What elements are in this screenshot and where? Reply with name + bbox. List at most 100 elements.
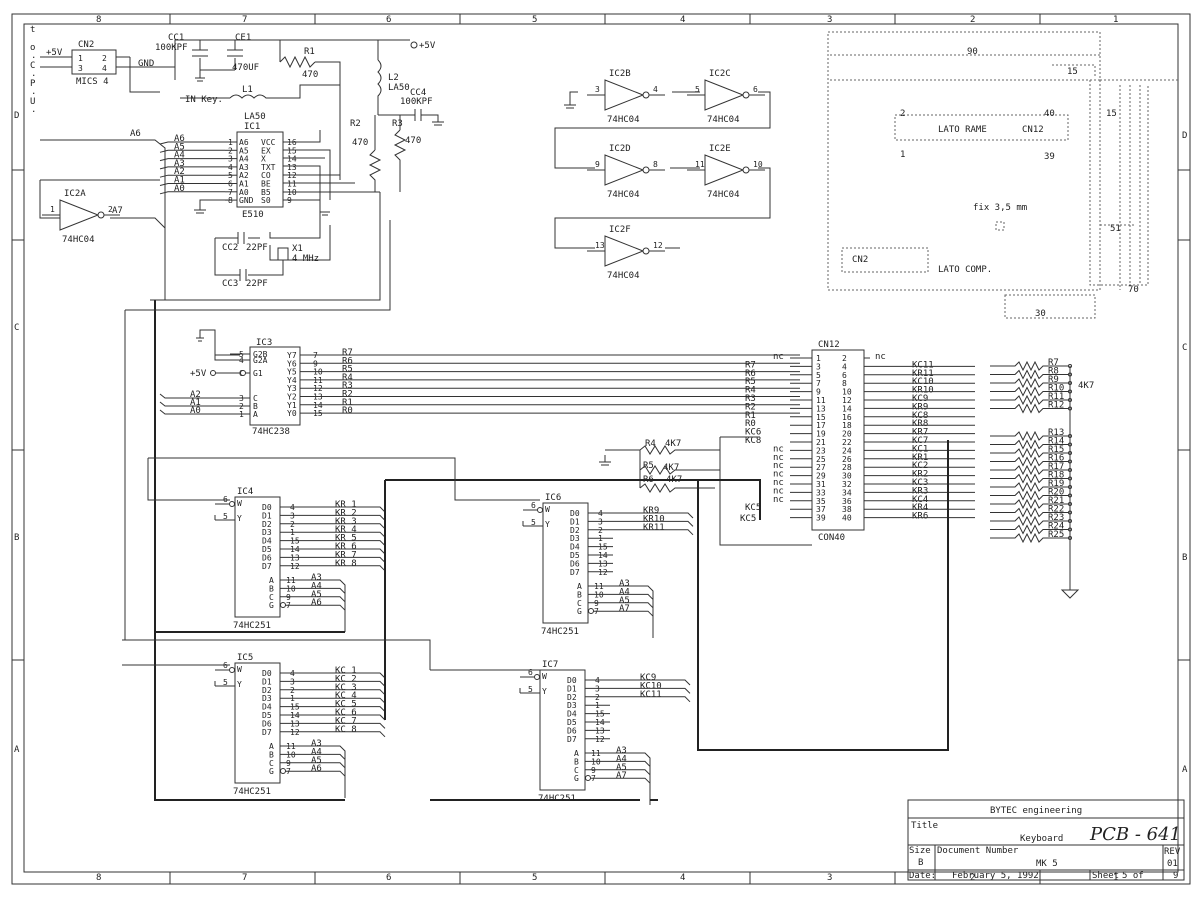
mux-select-pin: C: [269, 593, 274, 602]
mux-net-wire: [305, 514, 386, 521]
inverter-in-pin: 13: [595, 241, 605, 250]
border-col-top: 4: [680, 15, 685, 25]
mux-y-num: 5: [223, 512, 228, 521]
cn12-right-net: KR6: [912, 512, 928, 522]
ic3-input-net: A2: [190, 390, 201, 400]
mux-net-wire: [305, 697, 386, 704]
cn12-left-num: 39: [816, 514, 826, 523]
pullup-resistor: [990, 369, 1070, 380]
cn12-right-num: 34: [842, 488, 852, 497]
cn12-right-net: KC7: [912, 436, 928, 446]
mux-select-pin: G: [269, 767, 274, 776]
mux-name: IC4: [237, 487, 253, 497]
supply-terminal: [410, 41, 418, 49]
mux-input-pin: D7: [262, 562, 272, 571]
crystal-wires: [214, 200, 331, 281]
ic1-net-wire: [159, 183, 225, 186]
cc2-name: CC2: [222, 243, 238, 253]
thick-bus-lines: [154, 300, 949, 801]
rev-value: 01: [1167, 859, 1178, 869]
border-col-bottom: 3: [827, 873, 832, 883]
dim-15a: 15: [1067, 67, 1078, 77]
cn12-right-net: nc: [875, 352, 886, 362]
mux-input-net: KR11: [643, 523, 665, 533]
size-label: Size: [909, 846, 931, 856]
ic3-decoder: IC3 74HC238 G2B5G2A4G16C3B2A1A2A1A0Y77R7…: [159, 329, 800, 437]
ic1-right-pin: VCC: [261, 138, 276, 147]
mux-input-pin: D5: [567, 718, 577, 727]
mux-net-wire: [305, 540, 386, 546]
cn2-connector: [71, 49, 117, 75]
ic1-net-label: A0: [174, 184, 185, 194]
r4-name: R4: [645, 439, 656, 449]
mux-select-pin: A: [577, 582, 582, 591]
mux-input-pin: D0: [567, 676, 577, 685]
cn12-left-num: 29: [816, 472, 826, 481]
pullup-resistor: [990, 464, 1070, 476]
mux-select-net: A4: [616, 754, 627, 764]
mux-input-pin: D2: [262, 520, 272, 529]
ce1-name: CE1: [235, 33, 251, 43]
plus5v-label: +5V: [46, 48, 63, 58]
ic1-right-pin: EX: [261, 146, 271, 155]
mux-net-wire: [305, 672, 386, 679]
mux-select-wire: [280, 770, 346, 798]
inverter-body: [604, 79, 645, 111]
mux-select-net: A4: [311, 581, 322, 591]
border-row-left: D: [14, 111, 19, 121]
to-cpu-char: o: [30, 43, 35, 53]
inverter-part: 74HC04: [607, 271, 640, 281]
mux-net-wire: [610, 696, 691, 703]
mux-select-net: A4: [311, 747, 322, 757]
mux-input-pin: D4: [262, 703, 272, 712]
border-col-bottom: 7: [242, 873, 247, 883]
inverter-bubble: [97, 211, 105, 219]
border-row-right: A: [1182, 765, 1188, 775]
border-col-top: 3: [827, 15, 832, 25]
ic3-pins: G2B5G2A4G16C3B2A1A2A1A0Y77R7Y69R6Y510R5Y…: [159, 348, 800, 419]
inner-frame: [23, 23, 1179, 873]
mux-leads: [214, 669, 235, 687]
ic3-g1-bubble: [240, 370, 246, 376]
docnum-label: Document Number: [937, 846, 1019, 856]
title-block-frame: [907, 799, 1185, 881]
r2-resistor: [368, 115, 382, 192]
border-col-top: 7: [242, 15, 247, 25]
ic3-right-pin: Y7: [287, 351, 297, 360]
cn12-right-num: 40: [842, 514, 852, 523]
mux-select-net: A5: [311, 590, 322, 600]
pullup-resistor: [990, 507, 1070, 518]
mux-input-pin: D7: [570, 568, 580, 577]
mux-input-pin: D5: [262, 545, 272, 554]
mux-input-net: KR 4: [335, 525, 357, 535]
ic1-net-wire: [159, 158, 225, 162]
pullup-label: R11: [1048, 392, 1064, 402]
mux-net-wire: [305, 689, 386, 696]
r1-name: R1: [304, 47, 315, 57]
pcb-pin2: 2: [900, 109, 905, 119]
cc1-val: 100KPF: [155, 43, 188, 53]
r3-name: R3: [392, 119, 403, 129]
ic1-right-pin: X: [261, 155, 266, 164]
cn12-left-num: 11: [816, 396, 826, 405]
r4-val: 4K7: [665, 439, 681, 449]
bus-a6-line: [40, 139, 166, 300]
inverter-out-pin: 8: [653, 160, 658, 169]
pullup-resistor: [990, 456, 1070, 467]
mux-g-bubble: [280, 768, 286, 774]
border-row-right: B: [1182, 553, 1187, 563]
cn12-right-net: KR1: [912, 453, 928, 463]
border-col-top: 8: [96, 15, 101, 25]
mux-input-pin: D4: [567, 710, 577, 719]
border-row-left: A: [14, 745, 20, 755]
to-cpu-char: P: [30, 79, 36, 89]
ic1-net-label: A4: [174, 151, 185, 161]
ic1-encoder: LA50 IC1 E510 A61A52A43A34A25A16A07GND8V…: [194, 112, 421, 289]
inverter-part: 74HC04: [707, 115, 740, 125]
mux-input-net: KR 1: [335, 500, 357, 510]
inverter-in-pin: 5: [695, 85, 700, 94]
cn2-pin2: 2: [102, 54, 107, 63]
